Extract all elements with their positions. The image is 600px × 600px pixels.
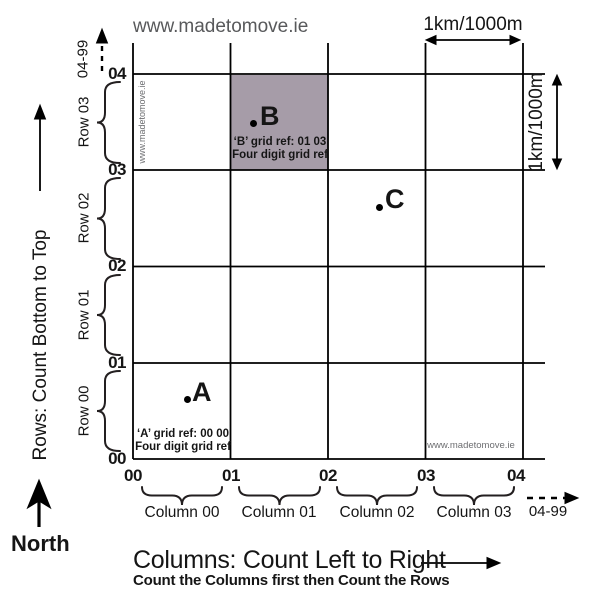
col-tick-02: 02 xyxy=(319,466,337,485)
top-scale-label: 1km/1000m xyxy=(423,14,523,35)
columns-axis-title: Columns: Count Left to Right xyxy=(133,546,446,574)
col-tick-01: 01 xyxy=(222,466,240,485)
row-overflow-dashed-arrow xyxy=(95,27,109,71)
col-overflow-label: 04-99 xyxy=(528,503,568,520)
rows-axis-title: Rows: Count Bottom to Top xyxy=(30,229,51,461)
row-label-03: Row 03 xyxy=(75,96,93,148)
row-tick-01: 01 xyxy=(108,353,126,372)
point-c-dot xyxy=(376,204,383,211)
point-a-caption-line1: ‘A’ grid ref: 00 00 xyxy=(136,428,230,440)
point-a-dot xyxy=(184,396,191,403)
col-label-02: Column 02 xyxy=(339,504,415,521)
row-braces xyxy=(96,81,121,452)
point-b-dot xyxy=(250,120,257,127)
highlighted-cell-01-03 xyxy=(231,75,328,170)
column-braces xyxy=(141,486,515,506)
grid-lines xyxy=(132,43,545,460)
north-label: North xyxy=(11,531,70,556)
row-label-00: Row 00 xyxy=(75,385,93,437)
watermark-vertical: www.madetomove.ie xyxy=(137,80,147,164)
right-scale-arrow xyxy=(551,73,563,171)
watermark-corner: www.madetomove.ie xyxy=(427,440,515,451)
column-overflow-dashed-arrow xyxy=(527,491,580,505)
row-tick-02: 02 xyxy=(108,256,126,275)
right-scale-label: 1km/1000m xyxy=(526,72,547,172)
col-label-01: Column 01 xyxy=(241,504,317,521)
col-label-03: Column 03 xyxy=(436,504,512,521)
row-tick-04: 04 xyxy=(108,64,126,83)
north-arrow-icon xyxy=(26,478,52,527)
point-b-caption-line2: Four digit grid ref xyxy=(232,149,328,161)
point-c-letter: C xyxy=(385,184,405,214)
col-tick-03: 03 xyxy=(417,466,435,485)
row-label-02: Row 02 xyxy=(75,192,93,244)
row-tick-03: 03 xyxy=(108,160,126,179)
columns-axis-subtitle: Count the Columns first then Count the R… xyxy=(133,572,450,589)
point-b-caption-line1: ‘B’ grid ref: 01 03 xyxy=(233,136,327,148)
top-scale-arrow xyxy=(424,34,522,46)
row-tick-00: 00 xyxy=(108,449,126,468)
website-url: www.madetomove.ie xyxy=(133,16,309,37)
col-tick-00: 00 xyxy=(124,466,142,485)
col-label-00: Column 00 xyxy=(144,504,220,521)
row-overflow-label: 04-99 xyxy=(74,39,92,79)
point-a-caption-line2: Four digit grid ref xyxy=(135,441,231,453)
columns-direction-arrow xyxy=(421,556,502,570)
rows-direction-arrow xyxy=(33,103,47,191)
col-tick-04: 04 xyxy=(507,466,525,485)
point-a-letter: A xyxy=(192,377,212,407)
row-label-01: Row 01 xyxy=(75,289,93,341)
point-b-letter: B xyxy=(260,101,280,131)
